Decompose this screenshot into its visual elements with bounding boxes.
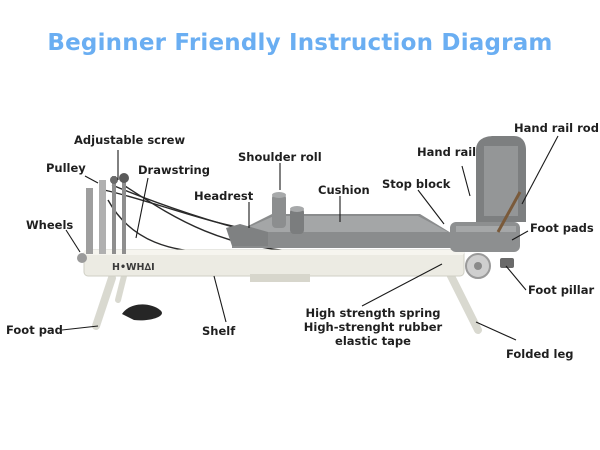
label-headrest: Headrest xyxy=(194,189,254,203)
shoulder-rolls-shape xyxy=(272,192,304,234)
label-foot-pillar: Foot pillar xyxy=(528,283,595,297)
label-adjustable-screw: Adjustable screw xyxy=(74,133,186,147)
label-hand-rail-rod: Hand rail rod xyxy=(514,121,599,135)
hand-rail-shape xyxy=(476,136,526,233)
label-cushion: Cushion xyxy=(318,183,370,197)
footbar-shape xyxy=(450,222,520,252)
folded-leg-shape xyxy=(444,266,482,334)
label-spring-line3: elastic tape xyxy=(335,334,411,348)
wheels-shape xyxy=(77,253,87,263)
foot-pad-shape xyxy=(122,304,162,321)
headrest-shape xyxy=(226,224,268,246)
label-pulley: Pulley xyxy=(46,161,86,175)
label-spring-line2: High-strenght rubber xyxy=(303,320,443,334)
label-folded-leg: Folded leg xyxy=(506,347,574,361)
label-wheels: Wheels xyxy=(26,218,74,232)
label-foot-pad: Foot pad xyxy=(6,323,63,337)
diagram-title: Beginner Friendly Instruction Diagram xyxy=(47,30,553,56)
frame xyxy=(83,249,465,282)
label-shoulder-roll: Shoulder roll xyxy=(238,150,322,164)
label-hand-rail: Hand rail xyxy=(417,145,477,159)
label-drawstring: Drawstring xyxy=(138,163,210,177)
front-leg xyxy=(92,273,127,330)
label-foot-pads: Foot pads xyxy=(530,221,594,235)
pulley-posts xyxy=(86,173,129,254)
leader-lines xyxy=(61,135,559,341)
label-spring-line1: High strength spring xyxy=(305,306,441,320)
label-stop-block: Stop block xyxy=(382,177,451,191)
label-shelf: Shelf xyxy=(202,324,236,338)
brand-logo: H•WH∆I xyxy=(112,262,155,273)
foot-pillar-shape xyxy=(465,253,514,279)
